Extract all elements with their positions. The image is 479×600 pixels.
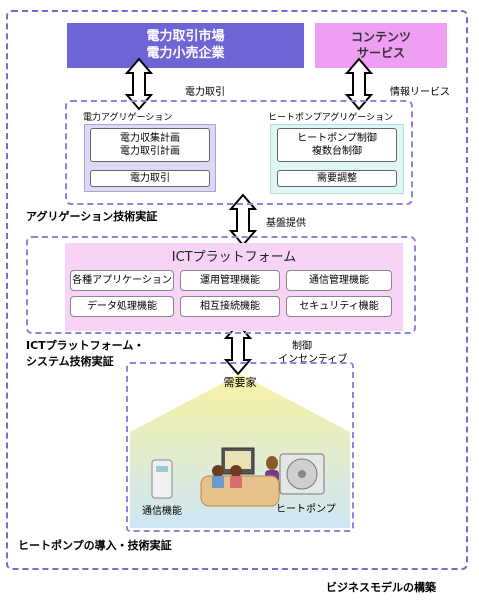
house-illustration: [130, 374, 350, 528]
hp-line1: ヒートポンプ制御: [297, 133, 377, 144]
house-frame: [126, 362, 354, 532]
plan-line1: 電力収集計画: [120, 133, 180, 144]
contents-line2: サービス: [356, 46, 405, 60]
heatpump-tech-label: ヒートポンプの導入・技術実証: [18, 539, 172, 552]
house-title: 需要家: [223, 376, 257, 389]
market-line2: 電力小売企業: [146, 46, 225, 61]
overall-frame: [6, 10, 468, 570]
contents-line1: コンテンツ: [350, 30, 411, 44]
power-aggregation-title: 電力アグリゲーション: [83, 113, 173, 123]
power-trade-label: 電力取引: [185, 87, 225, 98]
hp-line2: 複数台制御: [312, 146, 362, 157]
control-label: 制御 インセンティブ: [278, 340, 347, 366]
demand-adjust-box: 需要調整: [277, 170, 397, 187]
ict-title: ICTプラットフォーム: [171, 250, 297, 265]
platform-provide-label: 基盤提供: [266, 218, 306, 229]
control-line2: インセンティブ: [278, 354, 348, 365]
plan-box: 電力収集計画 電力取引計画: [90, 128, 210, 162]
ict-item: 相互接続機能: [180, 296, 280, 317]
control-line1: 制御: [292, 341, 312, 352]
ict-item: 各種アプリケーション: [70, 270, 174, 291]
aggregation-tech-label: アグリゲーション技術実証: [26, 210, 158, 223]
heatpump-label: ヒートポンプ: [276, 504, 336, 515]
ict-item: データ処理機能: [70, 296, 174, 317]
hp-aggregation-title: ヒートポンプアグリゲーション: [268, 113, 394, 123]
ict-item: 通信管理機能: [286, 270, 392, 291]
market-box: 電力取引市場 電力小売企業: [67, 23, 304, 68]
market-line1: 電力取引市場: [146, 29, 225, 44]
trade-box: 電力取引: [90, 170, 210, 187]
aggregation-frame: [65, 100, 413, 205]
ict-item: セキュリティ機能: [286, 296, 392, 317]
ict-tech-line1: ICTプラットフォーム・: [26, 339, 145, 352]
plan-line2: 電力取引計画: [120, 146, 180, 157]
contents-box: コンテンツ サービス: [315, 23, 447, 68]
ict-tech-label: ICTプラットフォーム・ システム技術実証: [26, 338, 144, 370]
ict-item: 運用管理機能: [180, 270, 280, 291]
info-service-label: 情報リービス: [390, 87, 450, 98]
comm-function-label: 通信機能: [142, 506, 182, 517]
hp-control-box: ヒートポンプ制御 複数台制御: [277, 128, 397, 162]
business-model-label: ビジネスモデルの構築: [326, 581, 436, 594]
ict-frame: [26, 236, 416, 334]
ict-tech-line2: システム技術実証: [26, 355, 114, 368]
